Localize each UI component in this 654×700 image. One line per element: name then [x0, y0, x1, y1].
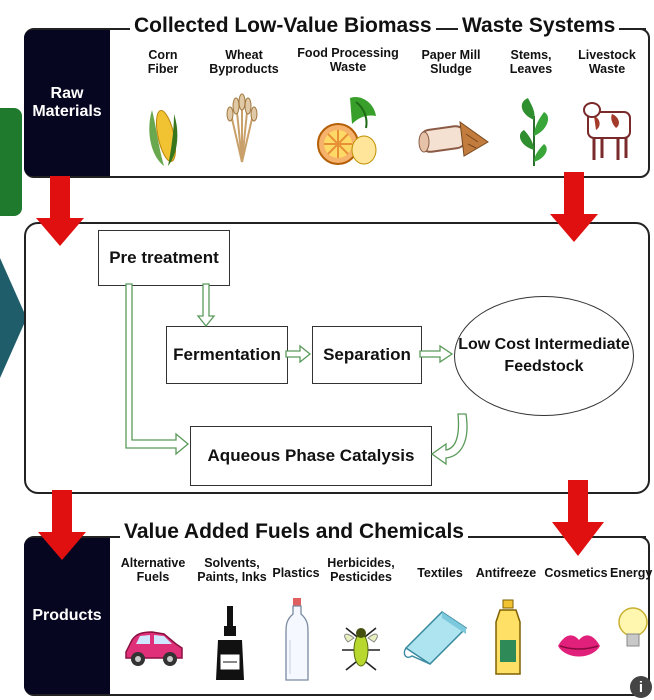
info-icon[interactable]: i	[630, 676, 652, 698]
product-item-label: Energy	[610, 566, 653, 580]
catalysis-box: Aqueous Phase Catalysis	[190, 426, 432, 486]
arrow-separation-to-feedstock	[419, 344, 454, 364]
fermentation-box: Fermentation	[166, 326, 288, 384]
pretreatment-box: Pre treatment	[98, 230, 230, 286]
car-icon	[125, 631, 183, 666]
intermediate-feedstock-ellipse: Low Cost Intermediate Feedstock	[454, 296, 634, 416]
product-item-label: Cosmetics	[544, 566, 608, 580]
raw-item-label: Food Processing Waste	[297, 46, 399, 74]
red-arrow-raw-left	[36, 176, 84, 246]
raw-item-label: Stems, Leaves	[509, 48, 553, 76]
lips-icon	[558, 635, 600, 657]
raw-title-waste: Waste Systems	[458, 14, 620, 38]
products-label: Products	[24, 538, 110, 694]
lightbulb-icon	[618, 607, 648, 647]
raw-item-label: Wheat Byproducts	[209, 48, 279, 76]
arrow-ferment-to-separation	[285, 344, 312, 364]
raw-materials-label: Raw Materials	[24, 30, 110, 176]
product-item-label: Solvents, Paints, Inks	[197, 556, 267, 584]
wheat-icon	[226, 93, 258, 163]
ink-bottle-icon	[216, 606, 244, 680]
antifreeze-jug-icon	[495, 599, 521, 675]
red-arrow-products-right	[552, 480, 604, 556]
cow-icon	[583, 102, 631, 160]
food-waste-icon	[317, 96, 377, 165]
decorative-green-tab	[0, 108, 22, 216]
separation-box: Separation	[312, 326, 422, 384]
corn-icon	[149, 110, 178, 166]
plastic-bottle-icon	[285, 598, 309, 681]
arrow-pretreat-to-ferment	[196, 283, 216, 328]
paper-sludge-icon	[418, 120, 489, 157]
products-panel	[24, 536, 650, 696]
red-arrow-products-left	[38, 490, 86, 560]
product-item-label: Plastics	[272, 566, 320, 580]
product-item-label: Textiles	[417, 566, 463, 580]
products-title: Value Added Fuels and Chemicals	[120, 520, 468, 544]
product-item-label: Antifreeze	[475, 566, 537, 580]
product-item-label: Herbicides, Pesticides	[327, 556, 395, 584]
insect-icon	[342, 627, 380, 671]
arrow-feedstock-to-catalysis	[430, 413, 468, 466]
arrow-pretreat-to-catalysis	[125, 283, 190, 456]
fabric-icon	[403, 611, 468, 665]
product-item-label: Alternative Fuels	[120, 556, 186, 584]
leaves-icon	[519, 98, 549, 166]
red-arrow-raw-right	[550, 172, 598, 242]
raw-item-label: Paper Mill Sludge	[421, 48, 481, 76]
raw-item-label: Corn Fiber	[147, 48, 179, 76]
raw-title-biomass: Collected Low-Value Biomass	[130, 14, 436, 38]
raw-item-label: Livestock Waste	[578, 48, 636, 76]
